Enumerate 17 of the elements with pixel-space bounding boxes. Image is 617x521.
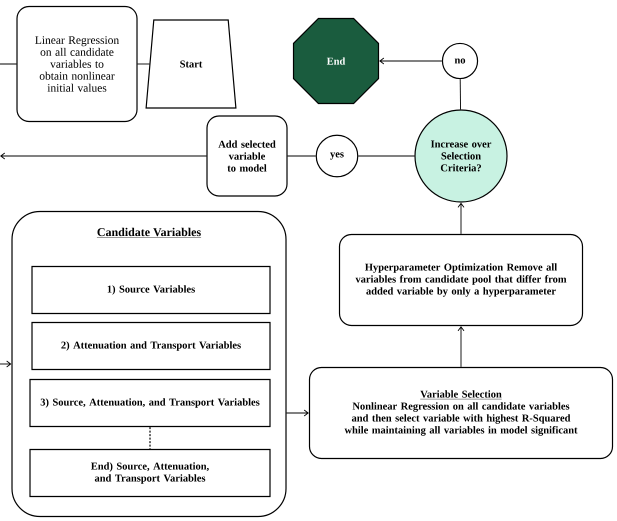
process-box: Linear Regression on all candidate variables to obtain nonlinear initial values [16, 6, 138, 122]
variable-box: 3) Source, Attenuation, and Transport Variables [29, 378, 271, 428]
variable-box: 2) Attenuation and Transport Variables [31, 322, 271, 370]
process-box: Variable Selection Nonlinear Regression on all candidate variables and then select variable with highest R-Squared while maintaining all variables in model significant [308, 366, 614, 460]
arrow [458, 326, 464, 368]
arrow [0, 360, 12, 368]
connector-line [460, 78, 461, 110]
variable-box: 1) Source Variables [31, 266, 271, 314]
arrow [286, 410, 309, 416]
process-box: Hyperparameter Optimization Remove all variables from candidate pool that differ from added variable by only a hyperparameter [338, 234, 584, 326]
process-box: Add selected variable to model [206, 115, 288, 197]
arrow [379, 58, 442, 64]
dotted-line [149, 427, 151, 449]
arrow [458, 202, 464, 234]
arrow [0, 152, 207, 160]
variable-box: End) Source, Attenuation, and Transport Variables [29, 448, 271, 498]
end-octagon: End [292, 18, 380, 104]
